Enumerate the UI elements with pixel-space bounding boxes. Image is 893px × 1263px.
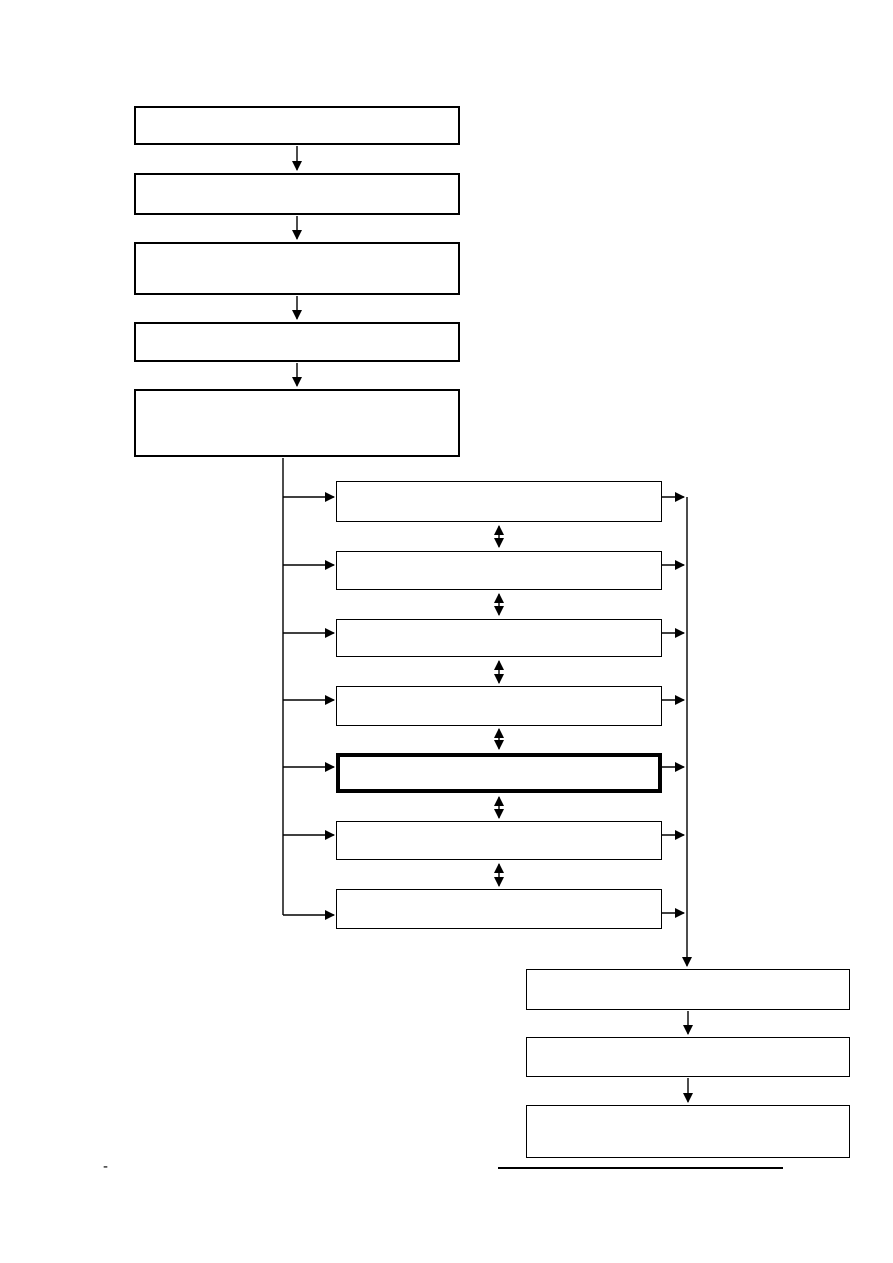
flow-box-final-3 [526,1105,850,1158]
flow-box-option-4 [336,686,662,726]
footnote-separator-line [498,1167,783,1169]
flow-box-option-1 [336,481,662,522]
flow-box-step-5 [134,389,460,457]
flow-box-option-5-emphasized [336,753,662,793]
flow-box-final-1 [526,969,850,1010]
flow-box-option-6 [336,821,662,860]
flow-box-option-7 [336,889,662,929]
flow-box-final-2 [526,1037,850,1077]
flow-box-step-4 [134,322,460,362]
flow-box-step-3 [134,242,460,295]
flow-box-step-2 [134,173,460,215]
footnote-marker: - [103,1158,108,1175]
flow-box-option-2 [336,551,662,590]
flow-box-option-3 [336,619,662,657]
flow-box-step-1 [134,106,460,145]
